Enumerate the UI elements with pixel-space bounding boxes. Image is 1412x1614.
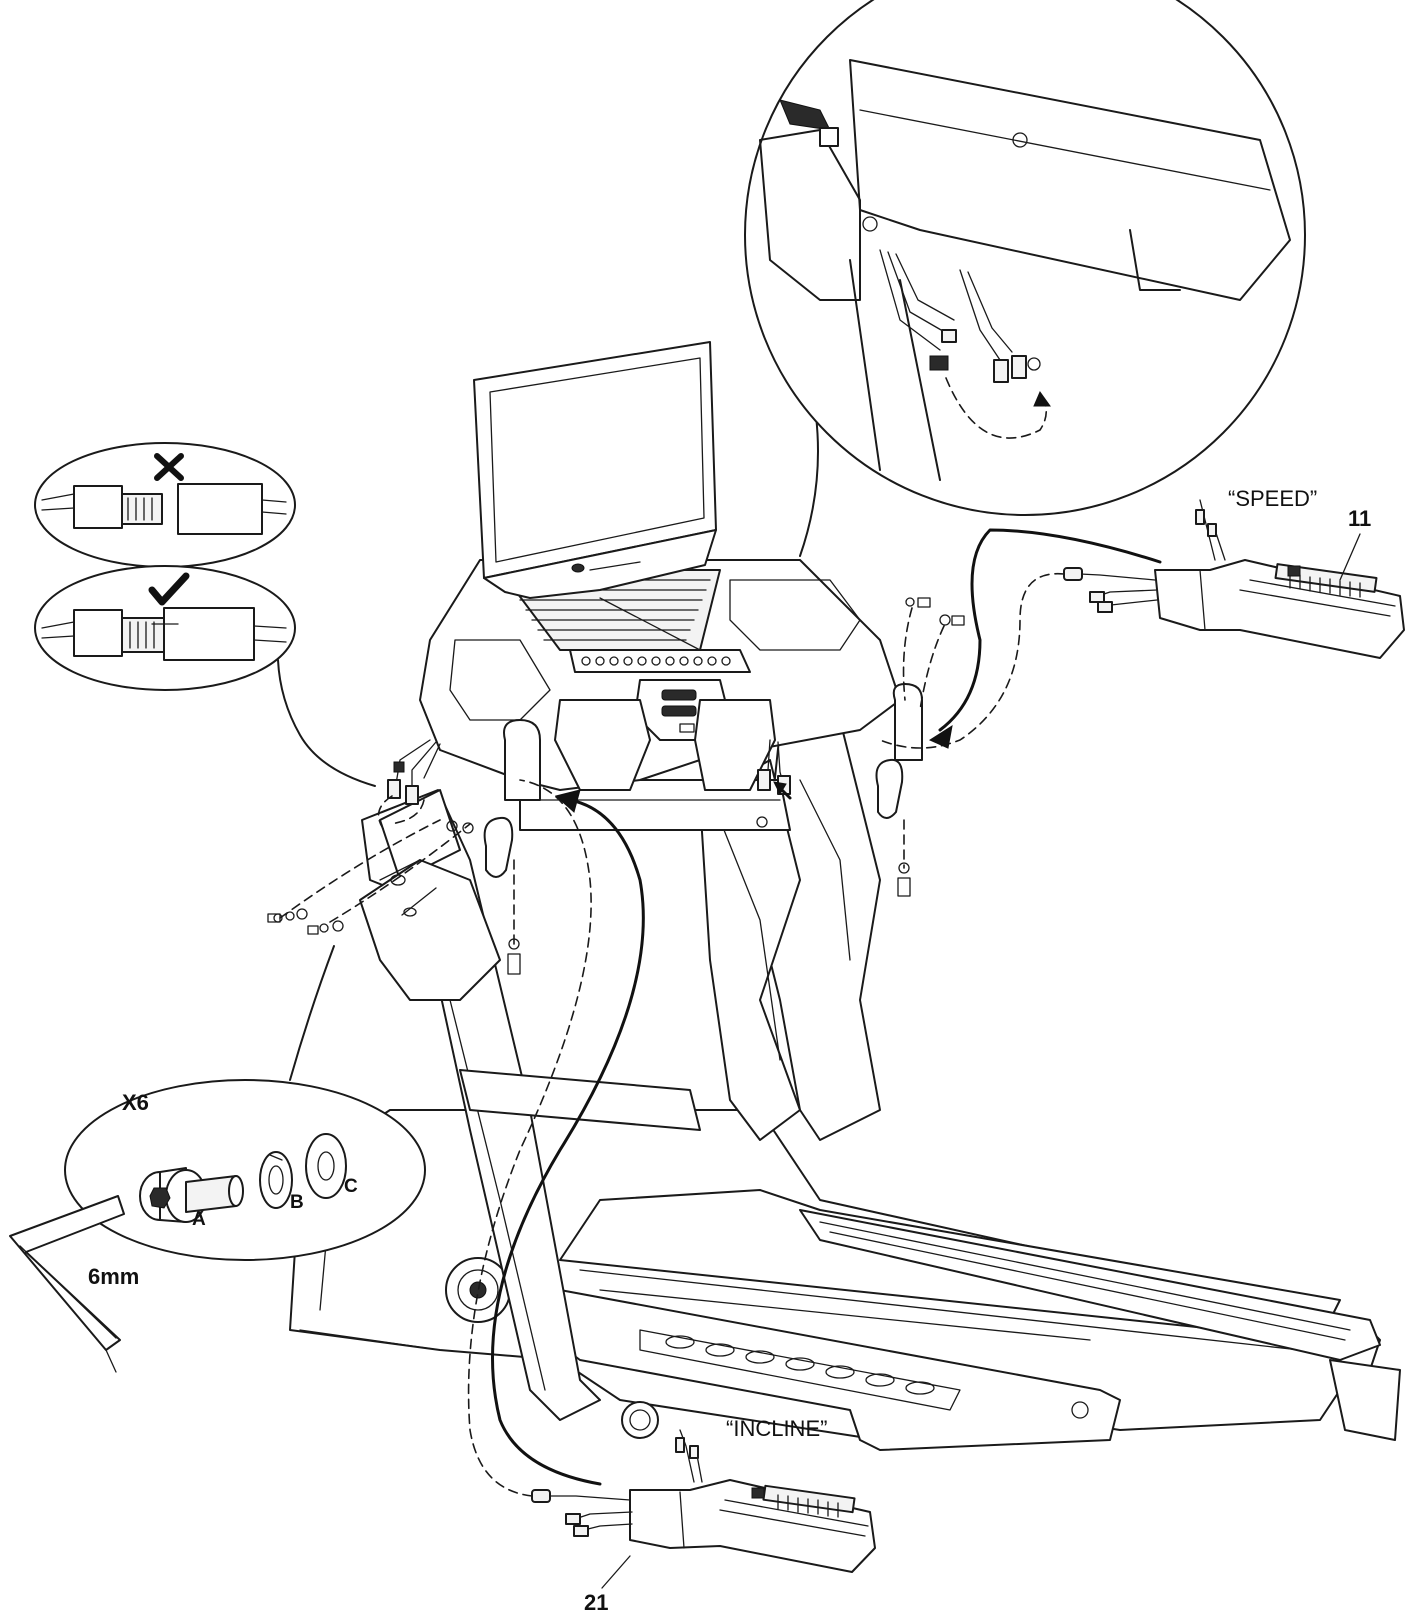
speed-wire-route xyxy=(879,572,1065,749)
connector-callout xyxy=(34,442,376,787)
speed-leader-line xyxy=(1339,533,1361,581)
speed-arrowhead xyxy=(928,724,953,749)
speed-part-number: 11 xyxy=(1348,506,1371,531)
cross-mark-icon xyxy=(154,453,184,481)
incline-leader-line xyxy=(601,1555,631,1589)
zoom-wire-bundle xyxy=(879,249,1041,383)
check-mark-icon xyxy=(148,572,190,606)
speed-label: “SPEED” xyxy=(1228,486,1317,511)
lock-washer-label: B xyxy=(290,1192,304,1213)
console-button-row xyxy=(581,656,731,666)
flat-washer-icon xyxy=(305,1133,347,1199)
hex-key-size: 6mm xyxy=(88,1264,139,1289)
wire-zoom-callout xyxy=(744,0,1306,557)
incline-label: “INCLINE” xyxy=(726,1416,827,1441)
fasteners-right xyxy=(897,597,965,897)
console-wire-harness-right xyxy=(757,739,792,800)
lock-washer-icon xyxy=(259,1151,293,1209)
flat-washer-label: C xyxy=(344,1176,358,1197)
hardware-callout: X6 6mm A B C xyxy=(9,945,426,1373)
front-crossbar xyxy=(459,779,791,1131)
bolt-label: A xyxy=(192,1209,206,1230)
bolt-icon xyxy=(139,1167,244,1223)
upright-brackets xyxy=(483,758,904,878)
incline-arrowhead xyxy=(554,789,581,813)
console-assembly xyxy=(419,559,923,801)
wrong-connection-detail xyxy=(41,483,287,535)
speed-install-arrow xyxy=(938,528,1162,732)
incline-handlebar-grip-ridges xyxy=(777,1494,839,1518)
correct-connection-detail xyxy=(41,607,287,661)
incline-wire-route xyxy=(467,779,592,1497)
left-assembly-guide-lines xyxy=(279,795,515,945)
hex-key-icon xyxy=(9,1195,125,1373)
console-wire-harness-left xyxy=(387,739,441,805)
deck-side-slots xyxy=(665,1335,935,1395)
incline-handlebar xyxy=(531,1429,876,1573)
right-assembly-guide-lines xyxy=(902,607,945,869)
incline-part-number: 21 xyxy=(584,1590,608,1614)
incline-install-arrow xyxy=(491,798,645,1486)
speed-handlebar xyxy=(1063,499,1405,659)
treadmill-deck xyxy=(289,1109,1401,1451)
hardware-quantity: X6 xyxy=(122,1090,149,1115)
console-display xyxy=(473,341,717,651)
